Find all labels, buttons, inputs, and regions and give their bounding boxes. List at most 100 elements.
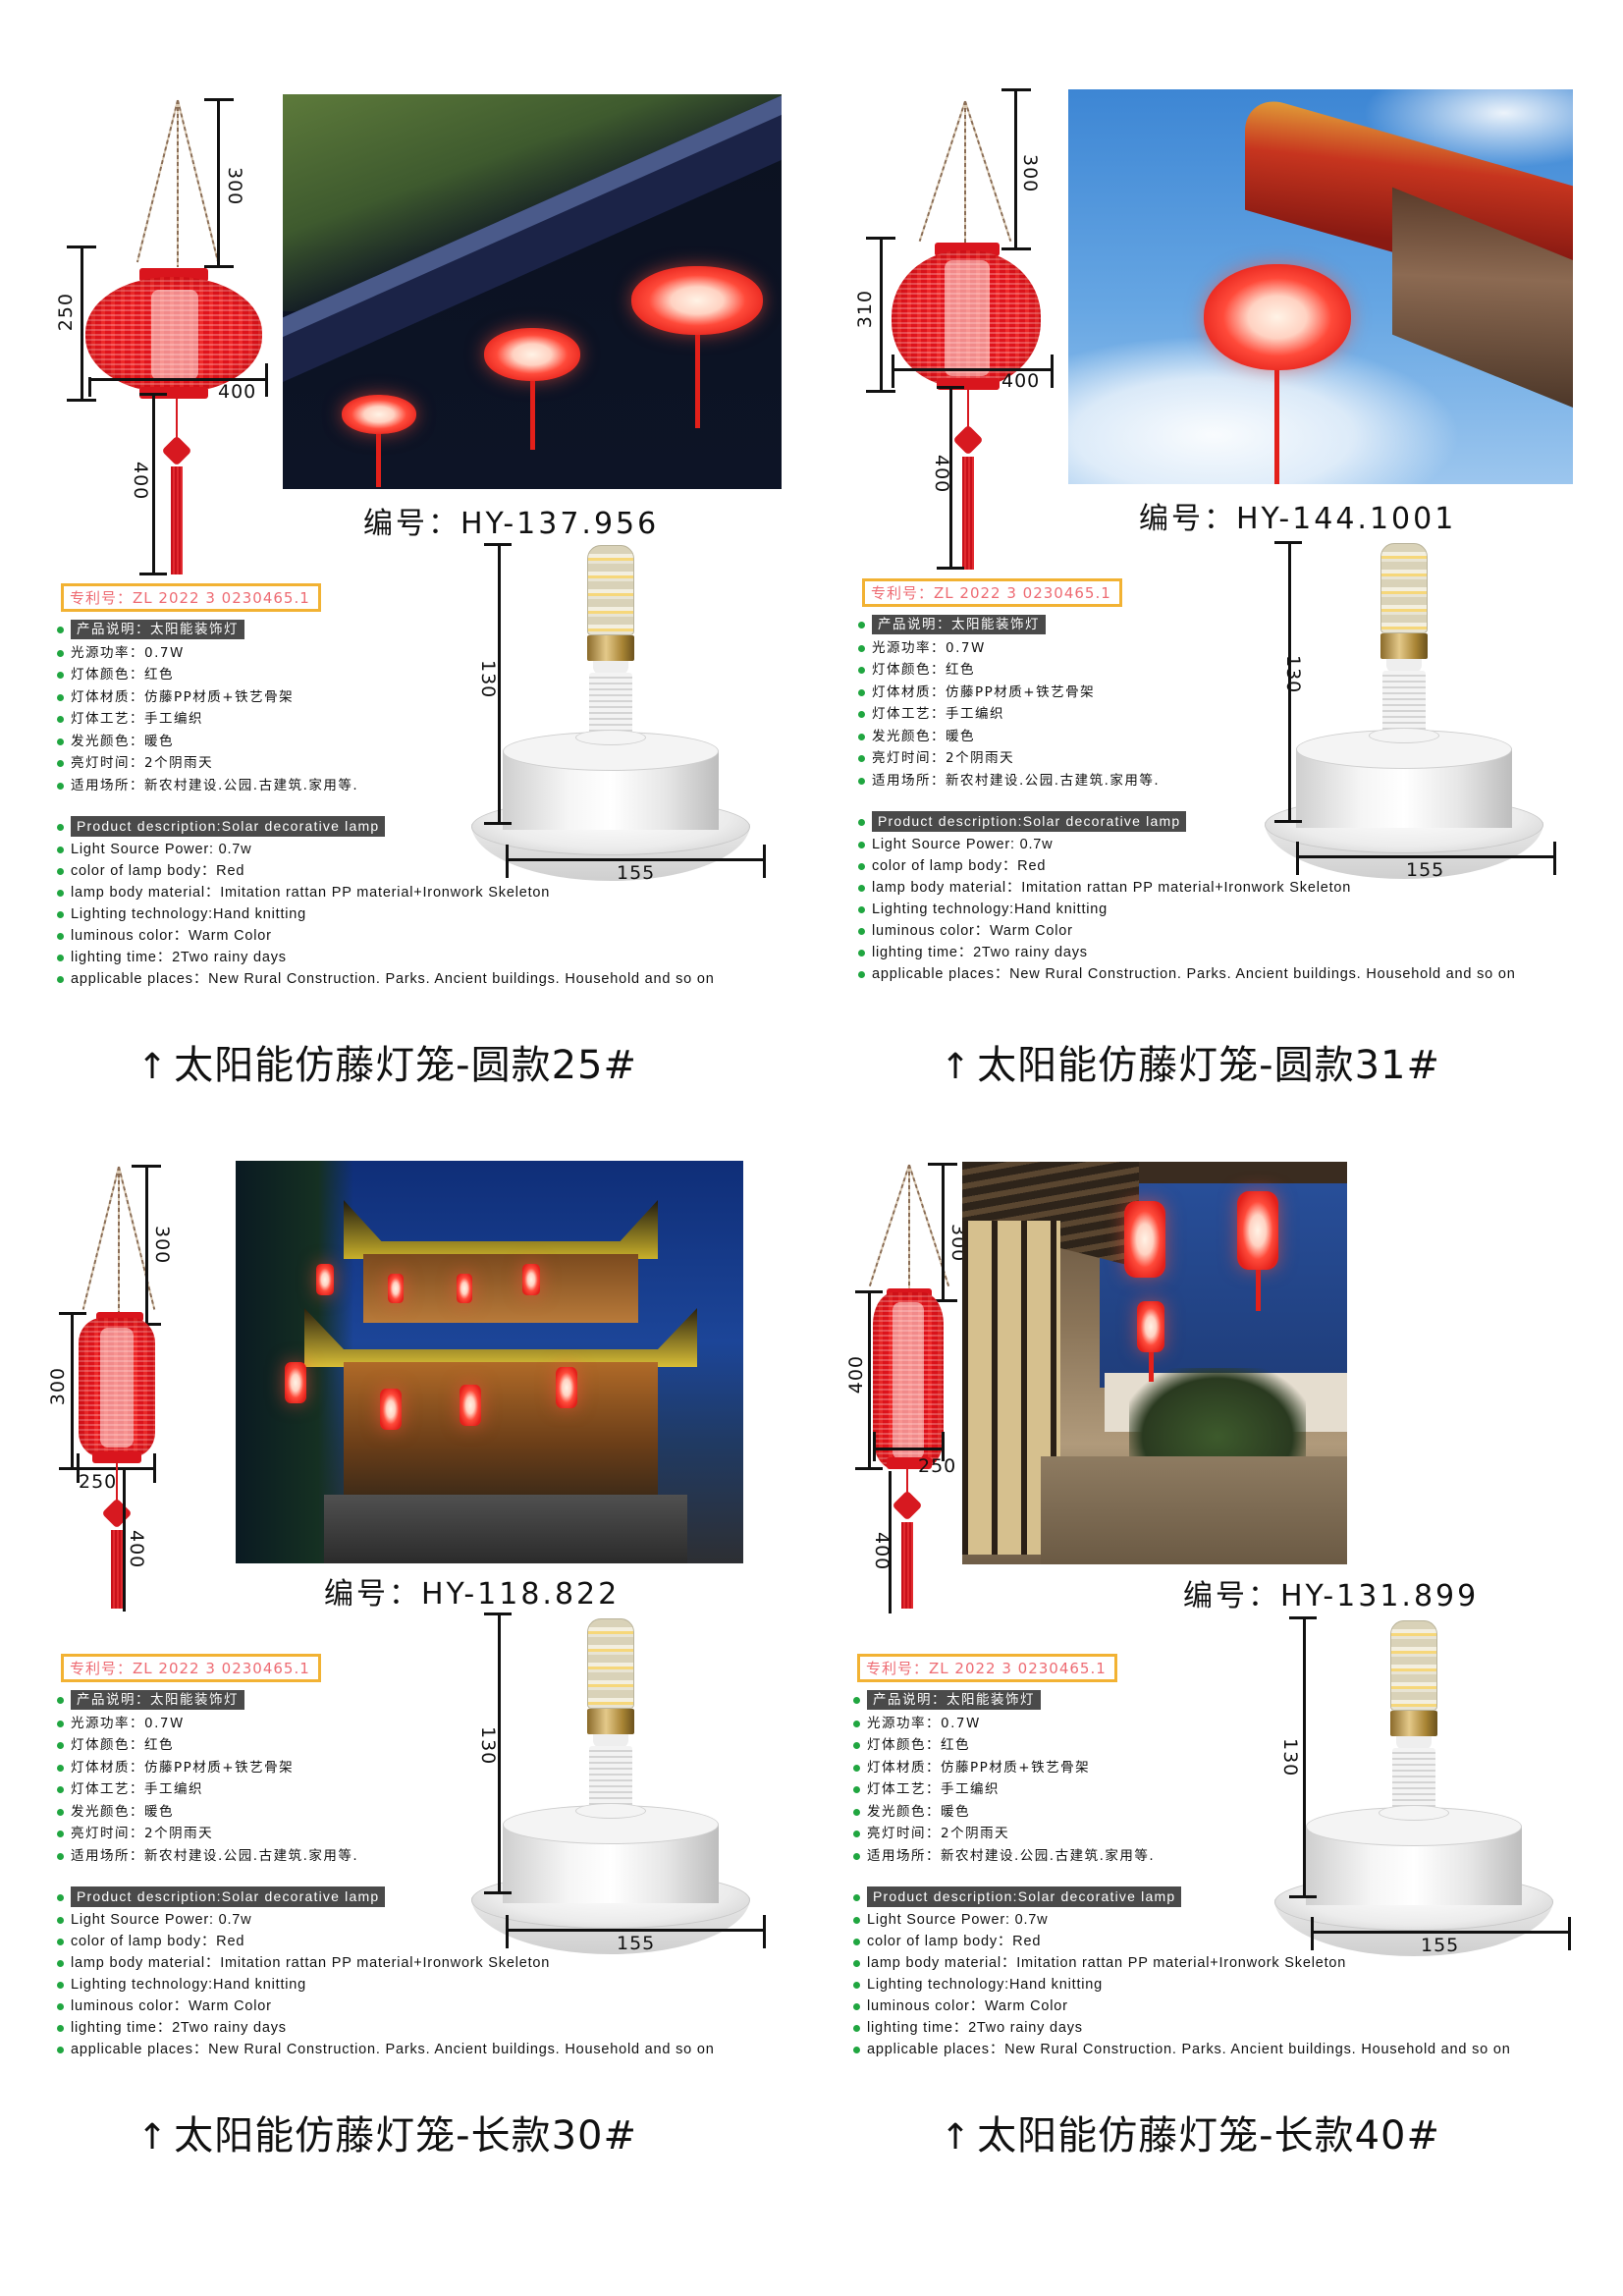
spec-item: 适用场所：新农村建设.公园.古建筑.家用等. <box>853 1845 1155 1868</box>
spec-header-en: Product description:Solar decorative lam… <box>853 1886 1511 1908</box>
spec-item: Light Source Power: 0.7w <box>57 1909 715 1931</box>
dim-chain-label: 300 <box>1019 154 1041 193</box>
spec-list-zh: 产品说明：太阳能装饰灯 光源功率：0.7W 灯体颜色：红色 灯体材质：仿藤PP材… <box>858 614 1160 792</box>
lantern-icon <box>522 1264 540 1295</box>
spec-item: 光源功率：0.7W <box>858 637 1160 660</box>
dim-tassel-label: 400 <box>871 1532 893 1571</box>
arrow-up-icon: ↑ <box>941 1047 972 1087</box>
product-panel-long-40: 300 400 250 400 编号：HY-131.899 <box>845 1159 1623 2229</box>
dim-width-label: 250 <box>918 1455 957 1477</box>
arrow-up-icon: ↑ <box>137 1047 169 1087</box>
model-number: 编号：HY-131.899 <box>1183 1579 1480 1613</box>
base-height-label: 130 <box>1279 1738 1301 1777</box>
lantern-dimension-diagram: 300 300 250 400 <box>47 1159 285 1660</box>
lantern-icon <box>1237 1191 1278 1270</box>
spec-item: 灯体材质：仿藤PP材质+铁艺骨架 <box>57 1757 358 1779</box>
dim-tassel-label: 400 <box>931 455 952 494</box>
spec-item: Light Source Power: 0.7w <box>57 839 715 860</box>
spec-item: 亮灯时间：2个阴雨天 <box>853 1823 1155 1845</box>
chain-icon <box>81 1166 120 1310</box>
scene-photo-rain-eaves <box>283 94 782 489</box>
dim-tassel-label: 400 <box>126 1530 147 1569</box>
model-number: 编号：HY-118.822 <box>324 1577 621 1612</box>
spec-item: 亮灯时间：2个阴雨天 <box>57 1823 358 1845</box>
spec-list-zh: 产品说明：太阳能装饰灯 光源功率：0.7W 灯体颜色：红色 灯体材质：仿藤PP材… <box>57 619 358 796</box>
spec-item: Light Source Power: 0.7w <box>853 1909 1511 1931</box>
spec-item: luminous color：Warm Color <box>858 920 1516 942</box>
tassel-icon <box>111 1530 123 1609</box>
product-panel-round-31: 300 310 400 400 编号：HY-144.1001 1 <box>854 83 1623 1154</box>
spec-item: Lighting technology:Hand knitting <box>57 1974 715 1995</box>
spec-header-zh: 产品说明：太阳能装饰灯 <box>853 1689 1155 1712</box>
spec-item: 灯体颜色：红色 <box>57 1734 358 1757</box>
spec-item: color of lamp body：Red <box>57 860 715 882</box>
spec-item: 光源功率：0.7W <box>57 642 358 665</box>
spec-item: 灯体颜色：红色 <box>853 1734 1155 1757</box>
dim-width-label: 400 <box>218 381 257 403</box>
patent-number-badge: 专利号：ZL 2022 3 0230465.1 <box>857 1654 1117 1682</box>
spec-item: 灯体材质：仿藤PP材质+铁艺骨架 <box>853 1757 1155 1779</box>
spec-item: Light Source Power: 0.7w <box>858 834 1516 855</box>
dim-width-label: 250 <box>79 1471 118 1493</box>
base-width-label: 155 <box>1406 859 1445 881</box>
solar-base-product-image <box>471 545 776 908</box>
spec-item: applicable places：New Rural Construction… <box>858 963 1516 985</box>
product-caption: ↑太阳能仿藤灯笼-圆款25# <box>137 1043 638 1088</box>
spec-item: applicable places：New Rural Construction… <box>57 2039 715 2060</box>
spec-item: lighting time：2Two rainy days <box>57 947 715 968</box>
chinese-knot-icon <box>952 424 984 456</box>
base-height-label: 130 <box>477 1726 499 1766</box>
spec-item: color of lamp body：Red <box>858 855 1516 877</box>
model-number: 编号：HY-144.1001 <box>1139 502 1457 536</box>
spec-header-zh: 产品说明：太阳能装饰灯 <box>57 1689 358 1712</box>
product-panel-round-25: 300 250 400 400 编号：HY-137.956 <box>49 88 835 1159</box>
lantern-dimension-diagram: 300 310 400 400 <box>854 83 1090 584</box>
spec-item: luminous color：Warm Color <box>853 1995 1511 2017</box>
spec-list-en: Product description:Solar decorative lam… <box>853 1886 1511 2060</box>
chain-icon <box>177 100 179 267</box>
chain-icon <box>964 101 966 248</box>
tassel-icon <box>171 466 183 574</box>
dim-height-label: 310 <box>854 290 876 329</box>
spec-header-zh: 产品说明：太阳能装饰灯 <box>57 619 358 641</box>
arrow-up-icon: ↑ <box>137 2117 169 2158</box>
chinese-knot-icon <box>161 435 192 466</box>
lantern-icon <box>388 1274 404 1303</box>
solar-base-product-image <box>1265 543 1569 906</box>
spec-item: 发光颜色：暖色 <box>853 1801 1155 1824</box>
chain-icon <box>135 99 179 263</box>
spec-item: 发光颜色：暖色 <box>57 731 358 753</box>
spec-item: 光源功率：0.7W <box>57 1713 358 1735</box>
spec-item: 发光颜色：暖色 <box>57 1801 358 1824</box>
base-width-label: 155 <box>1421 1935 1460 1956</box>
scene-photo-temple-night <box>236 1161 743 1563</box>
spec-item: 灯体材质：仿藤PP材质+铁艺骨架 <box>858 682 1160 704</box>
spec-item: applicable places：New Rural Construction… <box>57 968 715 990</box>
spec-header-en: Product description:Solar decorative lam… <box>858 811 1516 833</box>
spec-item: luminous color：Warm Color <box>57 925 715 947</box>
lantern-icon <box>556 1367 577 1408</box>
lantern-icon <box>631 266 763 335</box>
lantern-icon <box>342 395 416 434</box>
arrow-up-icon: ↑ <box>941 2117 972 2158</box>
base-height-label: 130 <box>477 660 499 699</box>
spec-header-en: Product description:Solar decorative lam… <box>57 1886 715 1908</box>
chain-icon <box>868 1164 910 1286</box>
spec-list-zh: 产品说明：太阳能装饰灯 光源功率：0.7W 灯体颜色：红色 灯体材质：仿藤PP材… <box>57 1689 358 1867</box>
lantern-icon <box>316 1264 334 1295</box>
dim-chain-label: 300 <box>151 1226 173 1265</box>
led-bulb-icon <box>587 545 634 635</box>
tassel-icon <box>901 1522 913 1609</box>
led-bulb-icon <box>1390 1620 1437 1711</box>
spec-item: Lighting technology:Hand knitting <box>858 899 1516 920</box>
patent-number-badge: 专利号：ZL 2022 3 0230465.1 <box>61 1654 321 1682</box>
dim-height-label: 250 <box>55 293 77 332</box>
lantern-dimension-diagram: 300 250 400 400 <box>49 88 285 589</box>
lantern-icon <box>484 328 580 381</box>
spec-item: lighting time：2Two rainy days <box>57 2017 715 2039</box>
product-caption: ↑太阳能仿藤灯笼-圆款31# <box>941 1043 1441 1088</box>
product-caption: ↑太阳能仿藤灯笼-长款30# <box>137 2113 638 2159</box>
spec-item: lamp body material：Imitation rattan PP m… <box>57 1952 715 1974</box>
lantern-icon <box>285 1362 306 1403</box>
base-height-label: 130 <box>1282 655 1304 694</box>
